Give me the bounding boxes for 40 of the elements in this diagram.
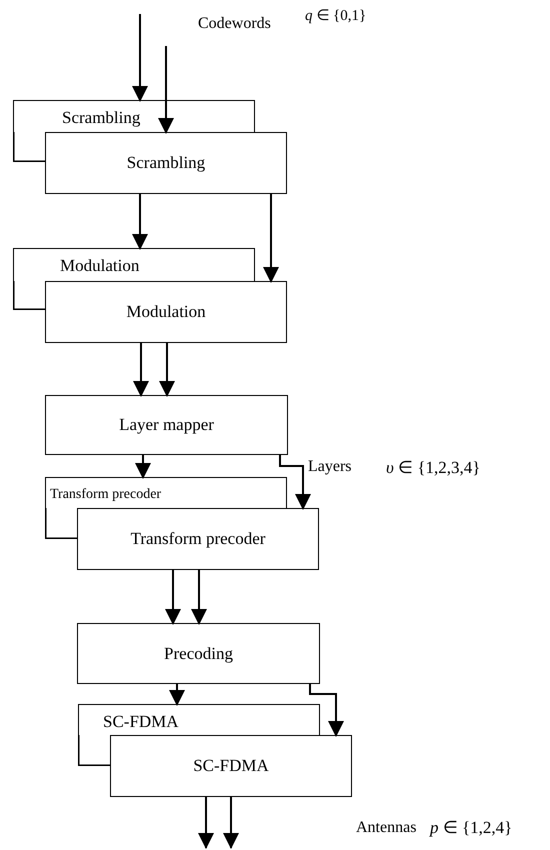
text-label: Layers xyxy=(308,457,352,477)
arrow xyxy=(279,454,311,510)
process-box xyxy=(45,281,287,343)
math-label: υ ∈ {1,2,3,4} xyxy=(386,458,480,478)
process-label: SC-FDMA xyxy=(193,756,269,776)
process-label: Modulation xyxy=(126,302,206,322)
arrow xyxy=(159,342,175,397)
math-label: p ∈ {1,2,4} xyxy=(430,818,512,838)
process-box xyxy=(45,477,287,508)
process-label: Scrambling xyxy=(126,153,206,173)
process-label: Scrambling xyxy=(62,108,140,128)
arrow xyxy=(198,796,214,849)
process-box xyxy=(45,132,287,194)
process-box xyxy=(13,248,255,281)
process-box xyxy=(78,704,320,735)
math-label: q ∈ {0,1} xyxy=(305,7,366,26)
process-label: Modulation xyxy=(60,256,140,276)
process-label: SC-FDMA xyxy=(103,712,179,732)
text-label: Antennas xyxy=(356,818,416,838)
process-label: Precoding xyxy=(164,644,233,664)
process-box xyxy=(77,508,319,570)
arrow xyxy=(191,569,207,625)
arrow xyxy=(133,342,149,397)
arrow xyxy=(132,193,148,250)
arrow xyxy=(135,454,151,479)
process-label: Transform precoder xyxy=(50,486,162,504)
process-label: Layer mapper xyxy=(119,415,214,435)
process-box xyxy=(45,395,288,455)
arrow xyxy=(158,46,174,134)
process-box xyxy=(77,623,320,684)
arrow xyxy=(165,569,181,625)
arrow xyxy=(169,683,185,706)
arrow xyxy=(132,14,148,102)
arrow xyxy=(223,796,239,849)
arrow xyxy=(309,683,344,737)
process-box xyxy=(110,735,352,797)
arrow xyxy=(263,193,279,283)
process-label: Transform precoder xyxy=(130,529,266,549)
text-label: Codewords xyxy=(198,14,271,34)
process-box xyxy=(13,100,255,132)
